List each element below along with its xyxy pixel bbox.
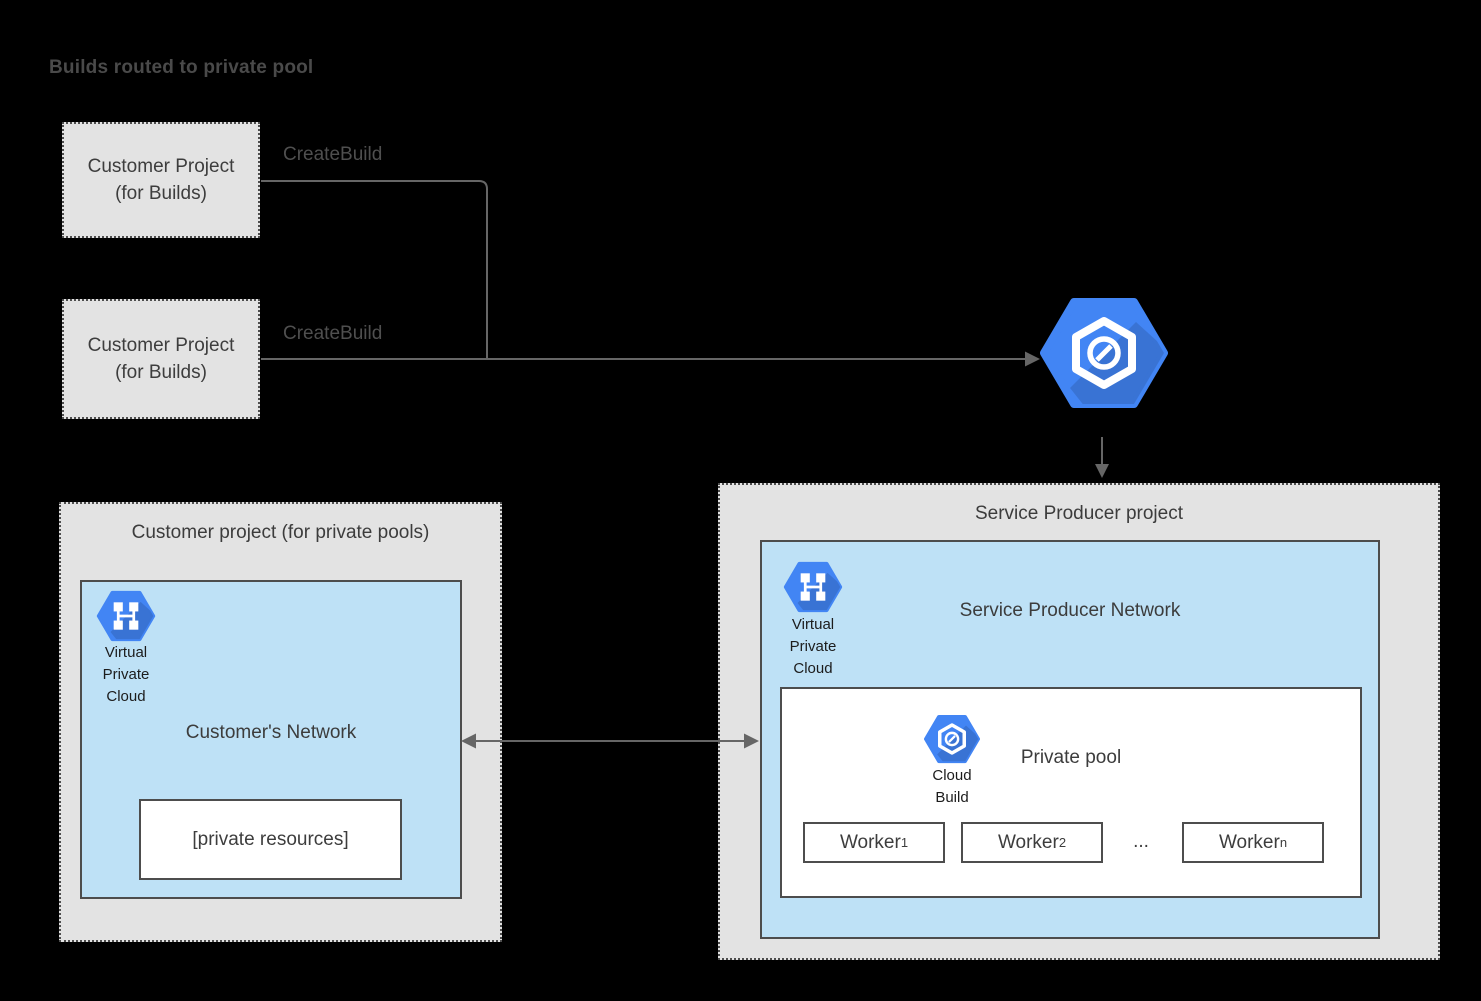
createbuild-edge-label-2: CreateBuild bbox=[283, 323, 383, 344]
customer-build-project-label-line1: Customer Project bbox=[87, 156, 235, 177]
arrowhead-to-cloud-build bbox=[1025, 351, 1040, 367]
vpc-caption: Virtual Private Cloud bbox=[102, 644, 150, 705]
vpc-caption: Virtual Private Cloud bbox=[789, 616, 837, 677]
customer-build-project-box-2: Customer Project (for Builds) bbox=[62, 299, 260, 419]
vpc-icon bbox=[95, 590, 157, 642]
customer-network-label: Customer's Network bbox=[185, 722, 357, 743]
customer-build-project-label-line2: (for Builds) bbox=[115, 183, 207, 204]
cloud-build-caption: Cloud Build bbox=[932, 767, 972, 806]
createbuild-edge-label-1: CreateBuild bbox=[283, 144, 383, 165]
customer-build-project-label-line1: Customer Project bbox=[87, 335, 235, 356]
private-pool-label: Private pool bbox=[1020, 747, 1122, 768]
service-producer-network-label: Service Producer Network bbox=[959, 600, 1181, 621]
customer-pool-project-label: Customer project (for private pools) bbox=[131, 522, 430, 543]
private-resources-label: [private resources] bbox=[192, 828, 349, 850]
workers-ellipsis: ... bbox=[1133, 831, 1149, 852]
service-producer-project-label: Service Producer project bbox=[974, 503, 1184, 524]
customer-build-project-box-1: Customer Project (for Builds) bbox=[62, 122, 260, 238]
arrowhead-down bbox=[1095, 464, 1109, 478]
private-resources-box: [private resources] bbox=[139, 799, 402, 880]
cloud-build-icon bbox=[1040, 296, 1168, 410]
customer-build-project-label-line2: (for Builds) bbox=[115, 362, 207, 383]
diagram-title: Builds routed to private pool bbox=[49, 57, 314, 78]
